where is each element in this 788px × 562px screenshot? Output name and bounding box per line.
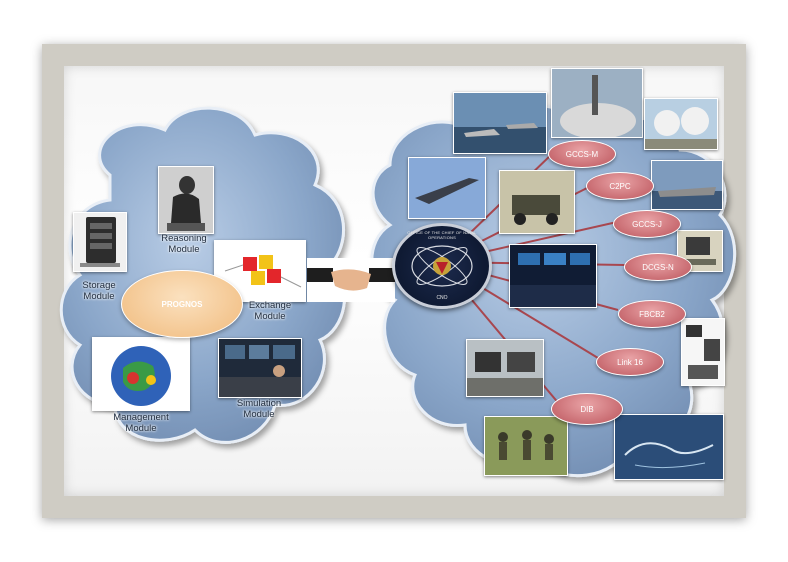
management-globe-photo bbox=[92, 337, 190, 411]
system-node-c2pc: C2PC bbox=[586, 172, 654, 200]
jet-aircraft-photo bbox=[408, 157, 486, 219]
radar-dome-photo bbox=[551, 68, 643, 138]
cockpit-photo bbox=[466, 339, 544, 397]
control-center-photo bbox=[509, 244, 597, 308]
server-storage-photo bbox=[73, 212, 127, 272]
aircraft-carrier-photo bbox=[651, 160, 723, 210]
system-node-dcgs-n: DCGS-N bbox=[624, 253, 692, 281]
handshake-photo bbox=[307, 258, 395, 302]
cno-seal: OFFICE OF THE CHIEF OF NAVAL OPERATIONS … bbox=[392, 223, 492, 309]
system-node-gccs-j: GCCS-J bbox=[613, 210, 681, 238]
satellite-dishes-photo bbox=[644, 98, 718, 150]
seal-text: OFFICE OF THE CHIEF OF NAVAL OPERATIONS bbox=[407, 230, 477, 240]
simulation-room-photo bbox=[218, 338, 302, 398]
prognos-node: PROGNOS bbox=[121, 270, 243, 338]
system-node-fbcb2: FBCB2 bbox=[618, 300, 686, 328]
soldiers-photo bbox=[484, 416, 568, 476]
reasoning-module-label: Reasoning Module bbox=[161, 233, 207, 255]
storage-module-label: Storage Module bbox=[82, 280, 116, 302]
system-node-dib: DIB bbox=[551, 393, 623, 425]
warships-photo bbox=[453, 92, 547, 154]
management-module-label: Management Module bbox=[113, 412, 169, 434]
system-node-link16: Link 16 bbox=[596, 348, 664, 376]
system-node-gccs-m: GCCS-M bbox=[548, 140, 616, 168]
armored-vehicle-photo bbox=[499, 170, 575, 234]
seal-footer: CNO bbox=[436, 295, 448, 301]
satellite-map-photo bbox=[614, 414, 724, 480]
simulation-module-label: Simulation Module bbox=[236, 398, 282, 420]
comm-equipment-photo bbox=[681, 318, 725, 386]
exchange-module-label: Exchange Module bbox=[248, 300, 292, 322]
thinker-statue-photo bbox=[158, 166, 214, 234]
